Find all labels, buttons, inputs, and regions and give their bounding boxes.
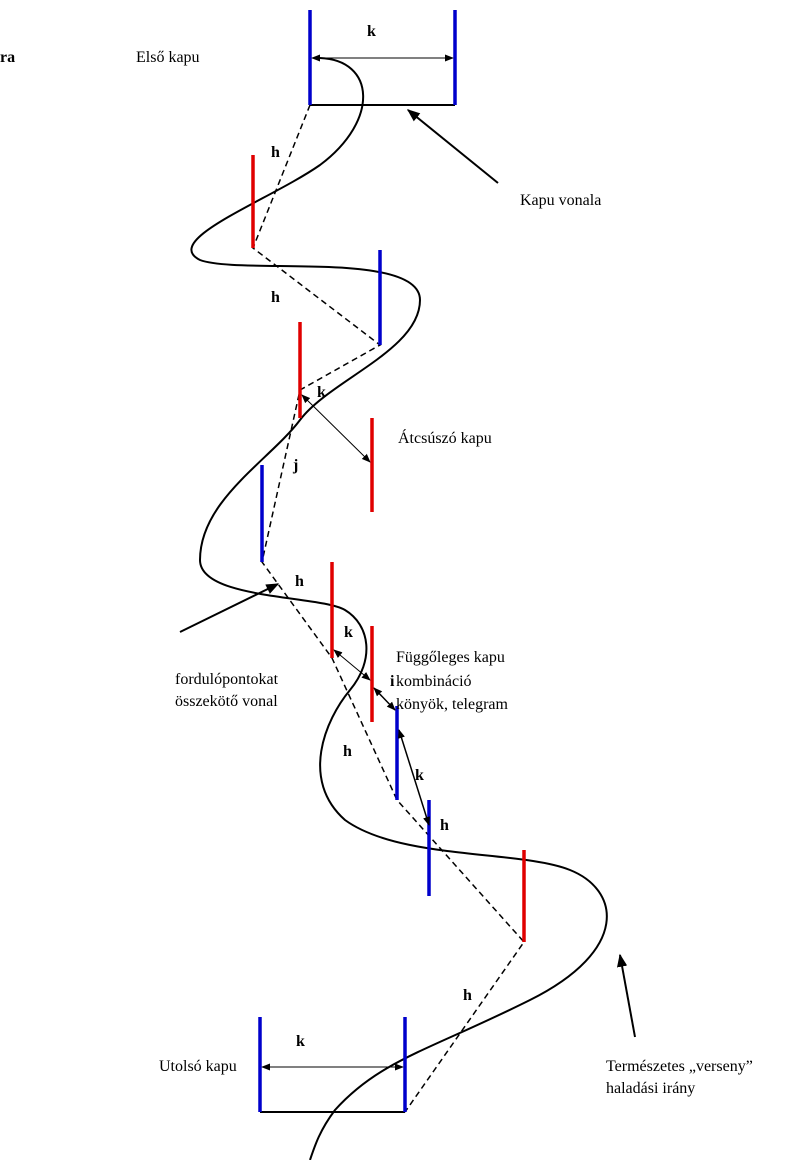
last-gate-label: Utolsó kapu: [159, 1058, 237, 1075]
race-direction-pointer-arrow: [616, 953, 636, 1038]
turning-point-connector-line: [252, 104, 525, 1113]
j-distance-label: j: [292, 457, 298, 474]
race-direction-label-2: haladási irány: [606, 1080, 695, 1097]
turning-line-pointer-arrow: [179, 583, 280, 633]
k-distance-label-top: k: [367, 23, 376, 40]
h-distance-label: h: [295, 573, 304, 590]
vertical-combo-label-1: Függőleges kapu: [396, 649, 505, 666]
slide-gate-label: Átcsúszó kapu: [398, 428, 492, 447]
race-direction-label-1: Természetes „verseny”: [606, 1058, 753, 1075]
h-distance-label: h: [271, 144, 280, 161]
vertical-combo-label-2: kombináció: [396, 673, 472, 690]
turning-line-label-2: összekötő vonal: [175, 693, 278, 710]
k-distance-label-combo: k: [344, 624, 353, 641]
race-line-curve: [190, 57, 608, 1160]
k-dimension-arrow-slide: [301, 394, 371, 463]
gate-line-pointer-arrow: [406, 109, 499, 184]
k-distance-label-combo2: k: [415, 767, 424, 784]
i-dimension-arrow: [373, 687, 396, 711]
k-dimension-arrow-combo: [333, 649, 371, 681]
first-gate-label: Első kapu: [136, 49, 200, 66]
vertical-combo-label-3: könyök, telegram: [396, 696, 509, 713]
h-distance-label: h: [271, 289, 280, 306]
turning-line-label-1: fordulópontokat: [175, 671, 279, 688]
corner-fragment-label: ra: [0, 49, 15, 66]
h-distance-label: h: [463, 987, 472, 1004]
gate-line-label: Kapu vonala: [520, 192, 601, 209]
i-distance-label: i: [390, 673, 395, 690]
h-distance-label: h: [440, 817, 449, 834]
h-distance-label: h: [343, 743, 352, 760]
k-dimension-arrow-combo2: [398, 729, 430, 826]
k-distance-label-slide: k: [317, 384, 326, 401]
k-distance-label-bottom: k: [296, 1033, 305, 1050]
